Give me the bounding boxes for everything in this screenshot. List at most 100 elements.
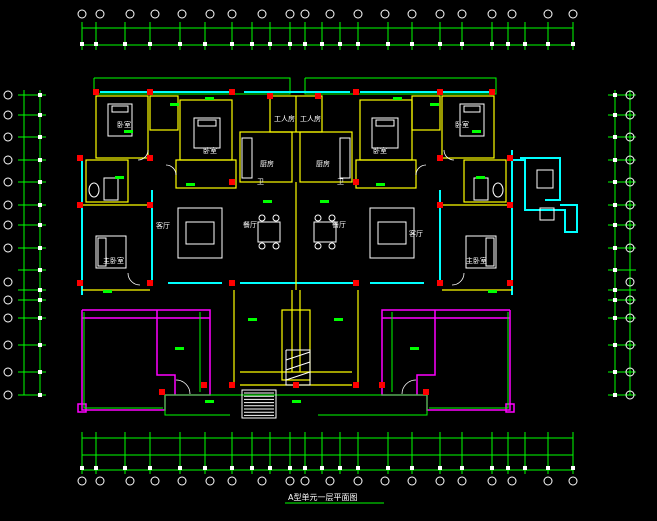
axis-bubble [3, 243, 13, 253]
dimension-tick-mark [490, 42, 494, 46]
axis-bubble [3, 390, 13, 400]
dimension-tick-mark [356, 42, 360, 46]
dimension-tick-mark [38, 316, 42, 320]
drawing-title: A型单元一层平面图 [285, 492, 384, 504]
dimension-tick-mark [438, 466, 442, 470]
dimension-tick-mark [268, 466, 272, 470]
axis-bubble [77, 476, 87, 486]
axis-bubble [625, 340, 635, 350]
axis-bubble [625, 200, 635, 210]
drawing-title-text: A型单元一层平面图 [288, 492, 357, 502]
dimension-tick-mark [38, 113, 42, 117]
entrance-stairs [241, 349, 311, 419]
axis-bubble [3, 367, 13, 377]
structural-column [201, 382, 207, 388]
dimension-tick-mark [38, 203, 42, 207]
axis-bubble [625, 313, 635, 323]
axis-bubble [3, 90, 13, 100]
structural-column [147, 155, 153, 161]
room-label-bedroom-d: 卧室 [455, 120, 469, 129]
room-label-servant-right: 工人房 [300, 114, 321, 123]
axis-bubble [3, 200, 13, 210]
dimension-tick-mark [438, 42, 442, 46]
dimension-tick-mark [230, 42, 234, 46]
side-dimension-lines [18, 90, 636, 397]
axis-bubble [257, 9, 267, 19]
dimension-tick-mark [123, 42, 127, 46]
structural-column [147, 202, 153, 208]
structural-column [423, 389, 429, 395]
axis-bubble [625, 177, 635, 187]
level-mark [292, 400, 301, 403]
structural-column [379, 382, 385, 388]
dimension-tick-mark [38, 158, 42, 162]
dimension-tick-mark [613, 343, 617, 347]
room-label-bedroom-a: 卧室 [117, 120, 131, 129]
axis-bubble [407, 476, 417, 486]
axis-bubble [568, 9, 578, 19]
axis-bubble [77, 9, 87, 19]
room-label-bedroom-c: 卧室 [373, 146, 387, 155]
room-label-living-left: 客厅 [156, 221, 170, 230]
axis-bubble [300, 476, 310, 486]
structural-column [77, 280, 83, 286]
structural-column [229, 382, 235, 388]
axis-bubble [487, 476, 497, 486]
level-mark [488, 290, 497, 293]
dimension-tick-mark [613, 223, 617, 227]
dimension-tick-mark [38, 246, 42, 250]
dimension-tick-mark [613, 113, 617, 117]
axis-bubble [125, 476, 135, 486]
dimension-tick-mark [460, 466, 464, 470]
dimension-tick-mark [613, 158, 617, 162]
dimension-tick-mark [613, 370, 617, 374]
dimension-tick-mark [94, 466, 98, 470]
axis-bubble [3, 177, 13, 187]
axis-bubble [227, 9, 237, 19]
axis-bubble [507, 476, 517, 486]
level-mark [115, 176, 124, 179]
dimension-tick-mark [303, 42, 307, 46]
structural-column [93, 89, 99, 95]
dimension-tick-mark [94, 42, 98, 46]
structural-column [507, 155, 513, 161]
dimension-tick-mark [523, 466, 527, 470]
structural-column [437, 202, 443, 208]
bottom-dimension-lines [80, 432, 575, 474]
dimension-tick-mark [613, 180, 617, 184]
dimension-tick-mark [490, 466, 494, 470]
structural-columns [77, 89, 513, 395]
structural-column [147, 89, 153, 95]
dimension-tick-mark [123, 466, 127, 470]
dimension-tick-mark [80, 466, 84, 470]
axis-bubble [3, 340, 13, 350]
dimension-tick-mark [38, 180, 42, 184]
axis-bubble [625, 243, 635, 253]
dimension-tick-mark [613, 288, 617, 292]
structural-column [353, 89, 359, 95]
dimension-tick-mark [546, 466, 550, 470]
dimension-tick-mark [546, 42, 550, 46]
axis-bubble [3, 277, 13, 287]
room-labels: 卧室 卧室 卧室 卧室 工人房 工人房 厨房 厨房 卫 卫 餐厅 餐厅 客厅 客… [103, 114, 487, 265]
axis-bubble [380, 476, 390, 486]
axis-bubble [205, 476, 215, 486]
room-label-bath-right: 卫 [337, 178, 344, 186]
level-mark [186, 183, 195, 186]
axis-bubble [543, 476, 553, 486]
dimension-tick-mark [288, 42, 292, 46]
dimension-tick-mark [38, 93, 42, 97]
axis-bubble [285, 476, 295, 486]
axis-bubble [457, 476, 467, 486]
axis-bubble [285, 9, 295, 19]
terrace-rails [83, 312, 509, 416]
structural-column [353, 179, 359, 185]
dimension-tick-mark [288, 466, 292, 470]
dimension-tick-mark [320, 42, 324, 46]
structural-column [77, 155, 83, 161]
axis-bubble [325, 476, 335, 486]
door-swings [127, 149, 465, 395]
dimension-tick-mark [203, 466, 207, 470]
axis-bubble [150, 476, 160, 486]
dimension-tick-mark [386, 42, 390, 46]
